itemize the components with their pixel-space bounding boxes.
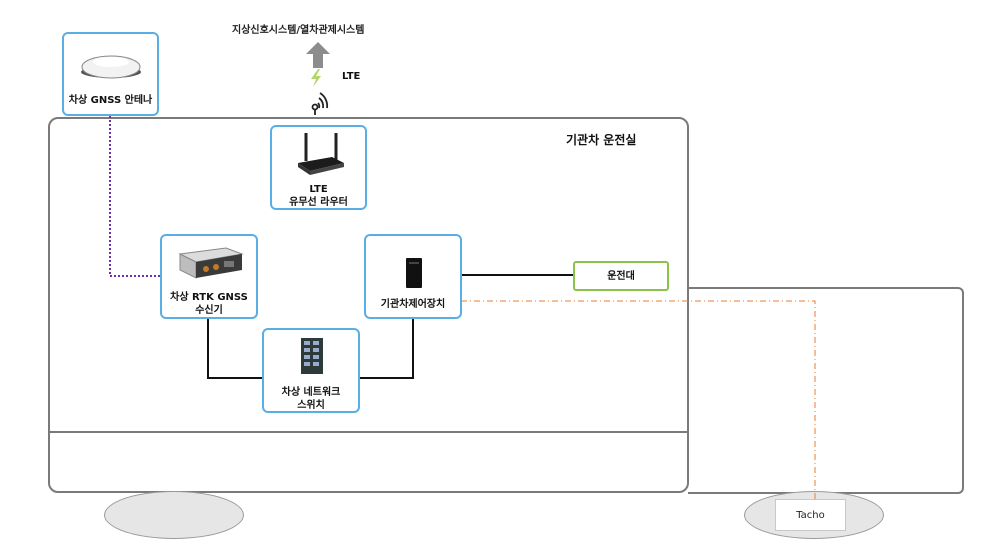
receiver-switch-link <box>207 318 263 379</box>
rtk-receiver-label: 차상 RTK GNSS 수신기 <box>170 292 248 316</box>
lte-router-label: LTE 유무선 라우터 <box>289 184 348 208</box>
rtk-receiver-icon <box>178 247 244 279</box>
lte-label: LTE <box>342 71 361 82</box>
control-unit-label: 기관차제어장치 <box>380 299 446 310</box>
control-unit-node[interactable]: 기관차제어장치 <box>364 234 462 319</box>
cab-floor-line <box>49 431 688 433</box>
gnss-antenna-link <box>109 116 161 277</box>
gnss-antenna-label: 차상 GNSS 안테나 <box>68 95 153 106</box>
control-tacho-link <box>461 300 816 500</box>
uplink-arrow-icon <box>306 42 330 68</box>
console-label: 운전대 <box>607 271 635 282</box>
front-bogie-wheel <box>104 491 244 539</box>
tacho-label: Tacho <box>796 510 825 521</box>
console-node[interactable]: 운전대 <box>573 261 669 291</box>
network-switch-icon <box>301 338 323 374</box>
control-switch-link <box>360 318 414 379</box>
cab-title: 기관차 운전실 <box>566 133 637 147</box>
network-switch-node[interactable]: 차상 네트워크 스위치 <box>262 328 360 413</box>
rtk-receiver-node[interactable]: 차상 RTK GNSS 수신기 <box>160 234 258 319</box>
control-unit-icon <box>406 258 422 288</box>
network-switch-label: 차상 네트워크 스위치 <box>281 387 341 411</box>
router-icon <box>298 133 344 175</box>
wireless-signal-icon <box>311 92 329 115</box>
lte-router-node[interactable]: LTE 유무선 라우터 <box>270 125 367 210</box>
gnss-antenna-node[interactable]: 차상 GNSS 안테나 <box>62 32 159 116</box>
cab-car-body <box>48 117 689 493</box>
ground-system-label: 지상신호시스템/열차관제시스템 <box>232 25 365 36</box>
gnss-antenna-icon <box>81 55 141 79</box>
lightning-icon <box>311 69 321 87</box>
tacho-node[interactable]: Tacho <box>775 499 846 531</box>
